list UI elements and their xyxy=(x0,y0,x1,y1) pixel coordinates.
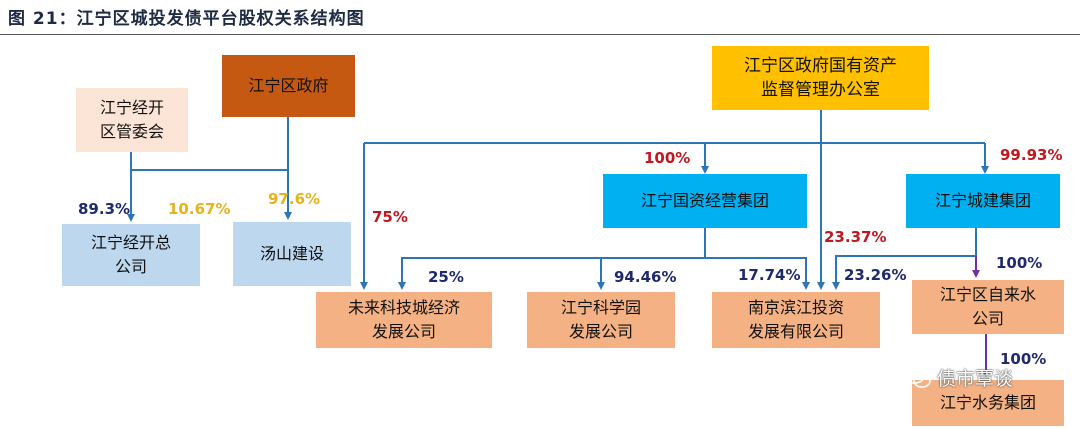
wechat-icon xyxy=(905,367,931,388)
node-jingkai-committee: 江宁经开 区管委会 xyxy=(76,88,188,152)
edge-chengjian-trunk xyxy=(832,228,977,290)
node-binjiang: 南京滨江投资 发展有限公司 xyxy=(712,292,880,348)
node-chengjian-group: 江宁城建集团 xyxy=(906,174,1060,228)
watermark-text: 债市覃谈 xyxy=(937,368,1014,390)
pct-gov-jingkai: 10.67% xyxy=(168,200,231,218)
edge-gov-trunk xyxy=(127,117,289,222)
pct-guozi-weilai: 25% xyxy=(428,268,464,286)
pct-sasac-binjiang: 23.37% xyxy=(824,228,887,246)
pct-committee-jingkai: 89.3% xyxy=(78,200,131,218)
node-tangshan: 汤山建设 xyxy=(233,222,351,286)
node-district-gov: 江宁区政府 xyxy=(222,55,355,117)
pct-chengjian-binjiang: 23.26% xyxy=(844,266,907,284)
title-divider xyxy=(0,34,1080,35)
node-sasac: 江宁区政府国有资产 监督管理办公室 xyxy=(712,46,929,110)
node-water-supply: 江宁区自来水 公司 xyxy=(912,280,1064,334)
pct-sasac-weilai: 75% xyxy=(372,208,408,226)
watermark: 债市覃谈 xyxy=(905,364,1013,391)
pct-water-watergroup: 100% xyxy=(1000,350,1047,368)
node-water-group: 江宁水务集团 xyxy=(912,380,1064,426)
pct-guozi-binjiang: 17.74% xyxy=(738,266,801,284)
pct-gov-tangshan: 97.6% xyxy=(268,190,321,208)
node-kexueyuan: 江宁科学园 发展公司 xyxy=(527,292,675,348)
figure-title: 图 21：江宁区城投发债平台股权关系结构图 xyxy=(8,9,365,29)
node-weilai: 未来科技城经济 发展公司 xyxy=(316,292,492,348)
edge-guozi-binjiang xyxy=(705,257,810,290)
edge-guozi-trunk xyxy=(398,228,706,290)
pct-chengjian-water: 100% xyxy=(996,254,1043,272)
node-guozi-group: 江宁国资经营集团 xyxy=(603,174,807,228)
pct-sasac-chengjian: 99.93% xyxy=(1000,146,1063,164)
node-jingkai-company: 江宁经开总 公司 xyxy=(62,224,200,286)
pct-guozi-kexueyuan: 94.46% xyxy=(614,268,677,286)
pct-sasac-guozi: 100% xyxy=(644,149,691,167)
